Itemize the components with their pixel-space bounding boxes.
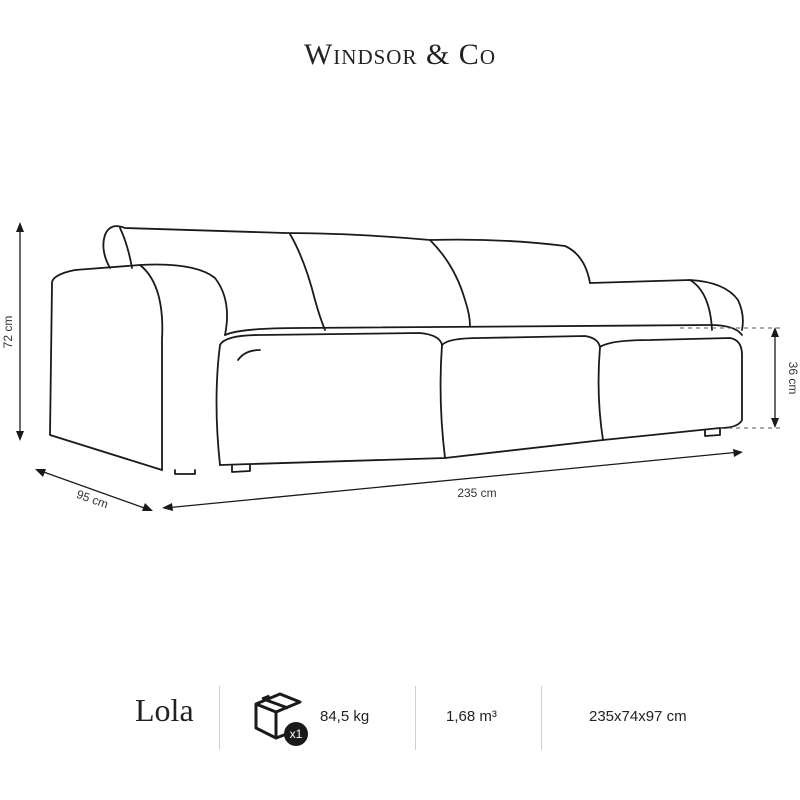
brand-logo: Windsor & Co — [303, 38, 496, 71]
footer-divider — [219, 686, 220, 750]
product-volume: 1,68 m³ — [446, 708, 497, 725]
package-box-icon: x1 — [254, 692, 308, 746]
seat-height-label: 36 cm — [786, 362, 800, 395]
package-count: x1 — [290, 727, 303, 741]
product-weight: 84,5 kg — [320, 708, 370, 725]
depth-dim-line — [37, 469, 151, 511]
product-spec-footer: Lola x1 84,5 kg 1,68 m³ 235x74x97 cm — [0, 686, 800, 750]
dimension-lines — [16, 222, 779, 511]
footer-divider — [541, 686, 542, 750]
package-dimensions: 235x74x97 cm — [589, 708, 687, 725]
width-label: 235 cm — [457, 486, 496, 500]
product-name: Lola — [135, 692, 194, 728]
height-label: 72 cm — [1, 316, 15, 349]
seat-height-guides — [680, 327, 780, 429]
sofa-outline — [49, 225, 744, 475]
width-dim-line — [164, 451, 741, 509]
depth-label: 95 cm — [75, 487, 111, 511]
footer-divider — [415, 686, 416, 750]
